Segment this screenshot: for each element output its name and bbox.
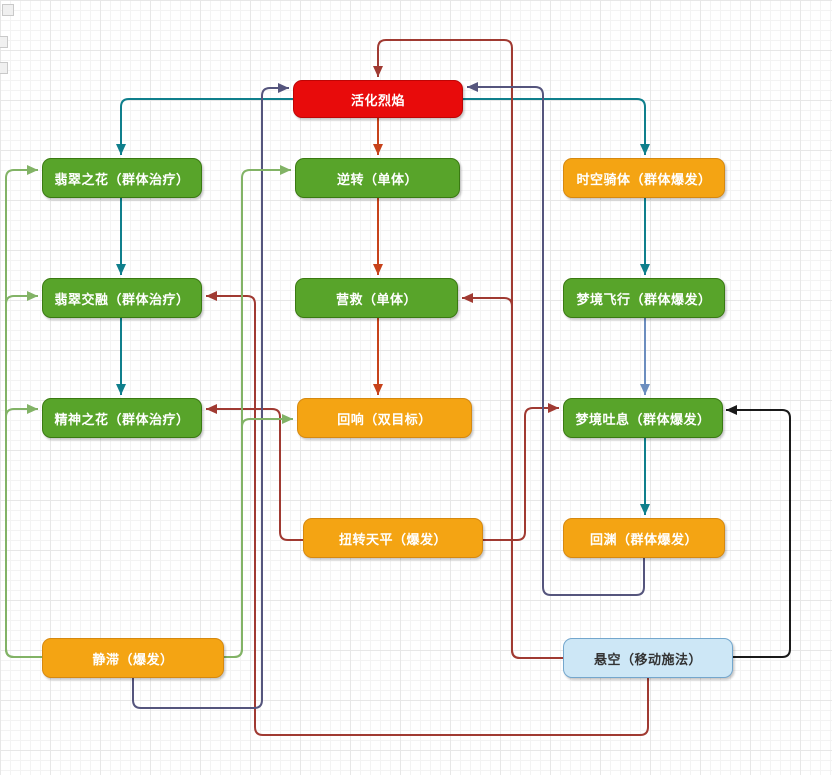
canvas-edge-artifact bbox=[2, 4, 14, 16]
edge-arrowhead-tip-the-scales-to-spiritbloom bbox=[206, 404, 217, 414]
node-rewind[interactable]: 回渊（群体爆发） bbox=[563, 518, 725, 558]
edge-arrowhead-hover-to-living-flame bbox=[373, 66, 383, 77]
node-label: 回渊（群体爆发） bbox=[589, 531, 698, 547]
node-spiritbloom[interactable]: 精神之花（群体治疗） bbox=[42, 398, 202, 438]
node-rescue[interactable]: 营救（单体） bbox=[295, 278, 458, 318]
node-dream-flight[interactable]: 梦境飞行（群体爆发） bbox=[563, 278, 725, 318]
edge-arrowhead-hover-to-emerald-communion bbox=[206, 291, 217, 301]
node-tip-the-scales[interactable]: 扭转天平（爆发） bbox=[303, 518, 483, 558]
node-stasis[interactable]: 静滞（爆发） bbox=[42, 638, 224, 678]
edge-rewind-to-living-flame bbox=[467, 86, 645, 596]
edge-arrowhead-living-flame-to-emerald-blossom bbox=[116, 144, 126, 155]
node-emerald-blossom[interactable]: 翡翠之花（群体治疗） bbox=[42, 158, 202, 198]
edge-arrowhead-dream-flight-to-dream-breath bbox=[640, 384, 650, 395]
edge-living-flame-to-emerald-blossom bbox=[120, 98, 293, 155]
edge-arrowhead-stasis-to-emerald-blossom bbox=[27, 165, 38, 175]
edge-stasis-to-spiritbloom bbox=[5, 408, 42, 658]
node-label: 时空骑体（群体爆发） bbox=[576, 171, 712, 187]
edge-hover-to-emerald-communion bbox=[206, 295, 649, 736]
node-label: 回响（双目标） bbox=[337, 411, 432, 427]
edge-living-flame-to-temporal-mount bbox=[463, 98, 646, 155]
node-emerald-communion[interactable]: 翡翠交融（群体治疗） bbox=[42, 278, 202, 318]
edge-arrowhead-stasis-to-reversion bbox=[280, 165, 291, 175]
edge-arrowhead-dream-breath-to-rewind bbox=[640, 504, 650, 515]
edge-arrowhead-stasis-to-emerald-communion bbox=[27, 291, 38, 301]
edge-arrowhead-hover-to-rescue bbox=[462, 293, 473, 303]
edge-stasis-to-echo bbox=[224, 418, 293, 658]
edge-arrowhead-temporal-mount-to-dream-flight bbox=[640, 264, 650, 275]
edge-arrowhead-stasis-to-spiritbloom bbox=[27, 404, 38, 414]
node-label: 活化烈焰 bbox=[350, 92, 405, 108]
node-label: 逆转（单体） bbox=[336, 171, 418, 187]
node-label: 静滞（爆发） bbox=[92, 651, 174, 667]
edge-stasis-to-reversion bbox=[224, 169, 291, 658]
edge-arrowhead-emerald-blossom-to-emerald-communion bbox=[116, 264, 126, 275]
edge-stasis-to-emerald-communion bbox=[5, 295, 42, 658]
node-label: 营救（单体） bbox=[335, 291, 417, 307]
edge-stasis-to-living-flame bbox=[132, 87, 289, 709]
edge-hover-to-rescue bbox=[462, 297, 563, 659]
node-label: 梦境吐息（群体爆发） bbox=[575, 411, 711, 427]
edge-stasis-to-emerald-blossom bbox=[5, 169, 42, 658]
node-dream-breath[interactable]: 梦境吐息（群体爆发） bbox=[563, 398, 723, 438]
canvas-edge-artifact bbox=[0, 36, 8, 48]
edge-arrowhead-reversion-to-rescue bbox=[373, 264, 383, 275]
edge-tip-the-scales-to-spiritbloom bbox=[206, 408, 303, 541]
node-label: 梦境飞行（群体爆发） bbox=[576, 291, 712, 307]
edge-arrowhead-living-flame-to-temporal-mount bbox=[640, 144, 650, 155]
edge-hover-to-living-flame bbox=[377, 39, 563, 659]
edge-arrowhead-emerald-communion-to-spiritbloom bbox=[116, 384, 126, 395]
edge-arrowhead-hover-to-dream-breath bbox=[726, 405, 737, 415]
canvas-edge-artifact bbox=[0, 62, 8, 74]
node-temporal-mount[interactable]: 时空骑体（群体爆发） bbox=[563, 158, 725, 198]
node-label: 精神之花（群体治疗） bbox=[54, 411, 190, 427]
node-label: 扭转天平（爆发） bbox=[338, 531, 447, 547]
node-label: 翡翠之花（群体治疗） bbox=[54, 171, 190, 187]
node-label: 悬空（移动施法） bbox=[593, 651, 702, 667]
node-reversion[interactable]: 逆转（单体） bbox=[295, 158, 460, 198]
edge-arrowhead-rescue-to-echo bbox=[373, 384, 383, 395]
edge-arrowhead-rewind-to-living-flame bbox=[467, 82, 478, 92]
edge-arrowhead-stasis-to-echo bbox=[282, 414, 293, 424]
edge-arrowhead-stasis-to-living-flame bbox=[278, 83, 289, 93]
node-hover[interactable]: 悬空（移动施法） bbox=[563, 638, 733, 678]
node-echo[interactable]: 回响（双目标） bbox=[297, 398, 472, 438]
edge-hover-to-dream-breath bbox=[726, 409, 791, 658]
edge-arrowhead-living-flame-to-reversion bbox=[373, 144, 383, 155]
edge-arrowhead-tip-the-scales-to-dream-breath bbox=[548, 403, 559, 413]
node-label: 翡翠交融（群体治疗） bbox=[54, 291, 190, 307]
node-living-flame[interactable]: 活化烈焰 bbox=[293, 80, 463, 118]
edge-tip-the-scales-to-dream-breath bbox=[483, 407, 559, 541]
